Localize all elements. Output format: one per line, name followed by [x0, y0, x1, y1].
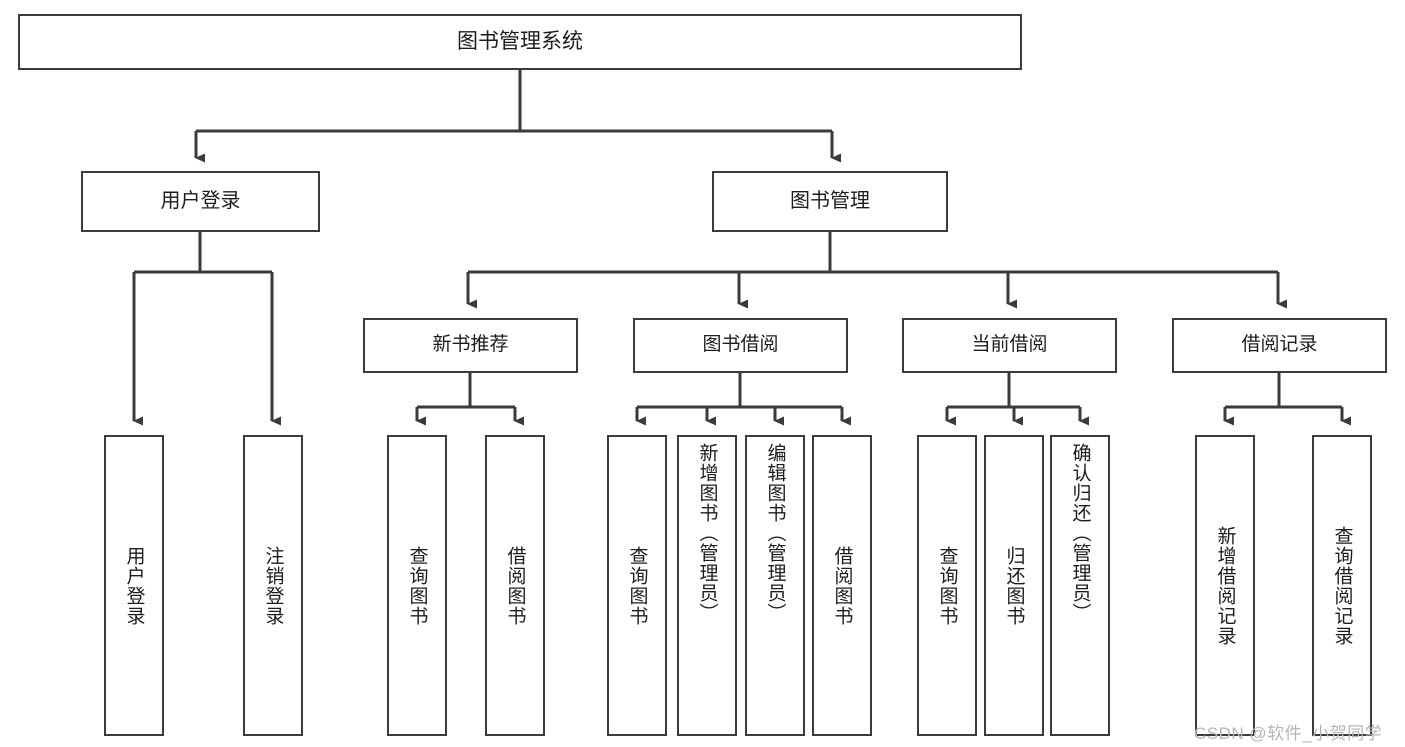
node-query-book-borrow-label: 查询图书	[626, 545, 648, 626]
node-add-borrow-record[interactable]: 新增借阅记录	[1195, 435, 1255, 736]
node-confirm-return-admin[interactable]: 确认归还（管理员）	[1050, 435, 1110, 736]
node-user-login[interactable]: 用户登录	[81, 171, 320, 232]
node-root[interactable]: 图书管理系统	[18, 14, 1022, 70]
node-return-book-label: 归还图书	[1003, 545, 1025, 626]
watermark: CSDN @软件_小贺同学	[1194, 724, 1383, 743]
node-user-login-action[interactable]: 用户登录	[104, 435, 164, 736]
node-borrow-book-action-label: 借阅图书	[831, 545, 853, 626]
node-add-book-admin[interactable]: 新增图书（管理员）	[677, 435, 737, 736]
node-query-book-recommend[interactable]: 查询图书	[387, 435, 447, 736]
node-query-borrow-record[interactable]: 查询借阅记录	[1312, 435, 1372, 736]
node-return-book[interactable]: 归还图书	[984, 435, 1044, 736]
node-user-login-label: 用户登录	[160, 189, 241, 212]
node-borrow-book-action[interactable]: 借阅图书	[812, 435, 872, 736]
node-query-book-current[interactable]: 查询图书	[917, 435, 977, 736]
node-borrow-record-label: 借阅记录	[1241, 334, 1318, 356]
node-user-login-action-label: 用户登录	[123, 545, 145, 626]
node-query-book-recommend-label: 查询图书	[406, 545, 428, 626]
node-query-book-borrow[interactable]: 查询图书	[607, 435, 667, 736]
node-current-borrow-label: 当前借阅	[971, 334, 1048, 356]
node-new-book-recommend[interactable]: 新书推荐	[363, 318, 578, 373]
node-book-management-label: 图书管理	[790, 189, 870, 212]
node-add-book-admin-label: 新增图书（管理员）	[696, 443, 718, 623]
node-book-management[interactable]: 图书管理	[712, 171, 948, 232]
node-logout-action[interactable]: 注销登录	[243, 435, 303, 736]
node-add-borrow-record-label: 新增借阅记录	[1214, 525, 1236, 646]
node-query-book-current-label: 查询图书	[936, 545, 958, 626]
node-book-borrow[interactable]: 图书借阅	[633, 318, 848, 373]
node-confirm-return-admin-label: 确认归还（管理员）	[1069, 443, 1091, 623]
node-new-book-recommend-label: 新书推荐	[432, 334, 509, 356]
node-edit-book-admin[interactable]: 编辑图书（管理员）	[745, 435, 805, 736]
node-edit-book-admin-label: 编辑图书（管理员）	[764, 443, 786, 623]
node-borrow-book-recommend[interactable]: 借阅图书	[485, 435, 545, 736]
node-book-borrow-label: 图书借阅	[702, 334, 779, 356]
node-current-borrow[interactable]: 当前借阅	[902, 318, 1117, 373]
node-root-label: 图书管理系统	[457, 29, 583, 53]
node-logout-action-label: 注销登录	[262, 545, 284, 626]
node-query-borrow-record-label: 查询借阅记录	[1331, 525, 1353, 646]
node-borrow-book-recommend-label: 借阅图书	[504, 545, 526, 626]
node-borrow-record[interactable]: 借阅记录	[1172, 318, 1387, 373]
